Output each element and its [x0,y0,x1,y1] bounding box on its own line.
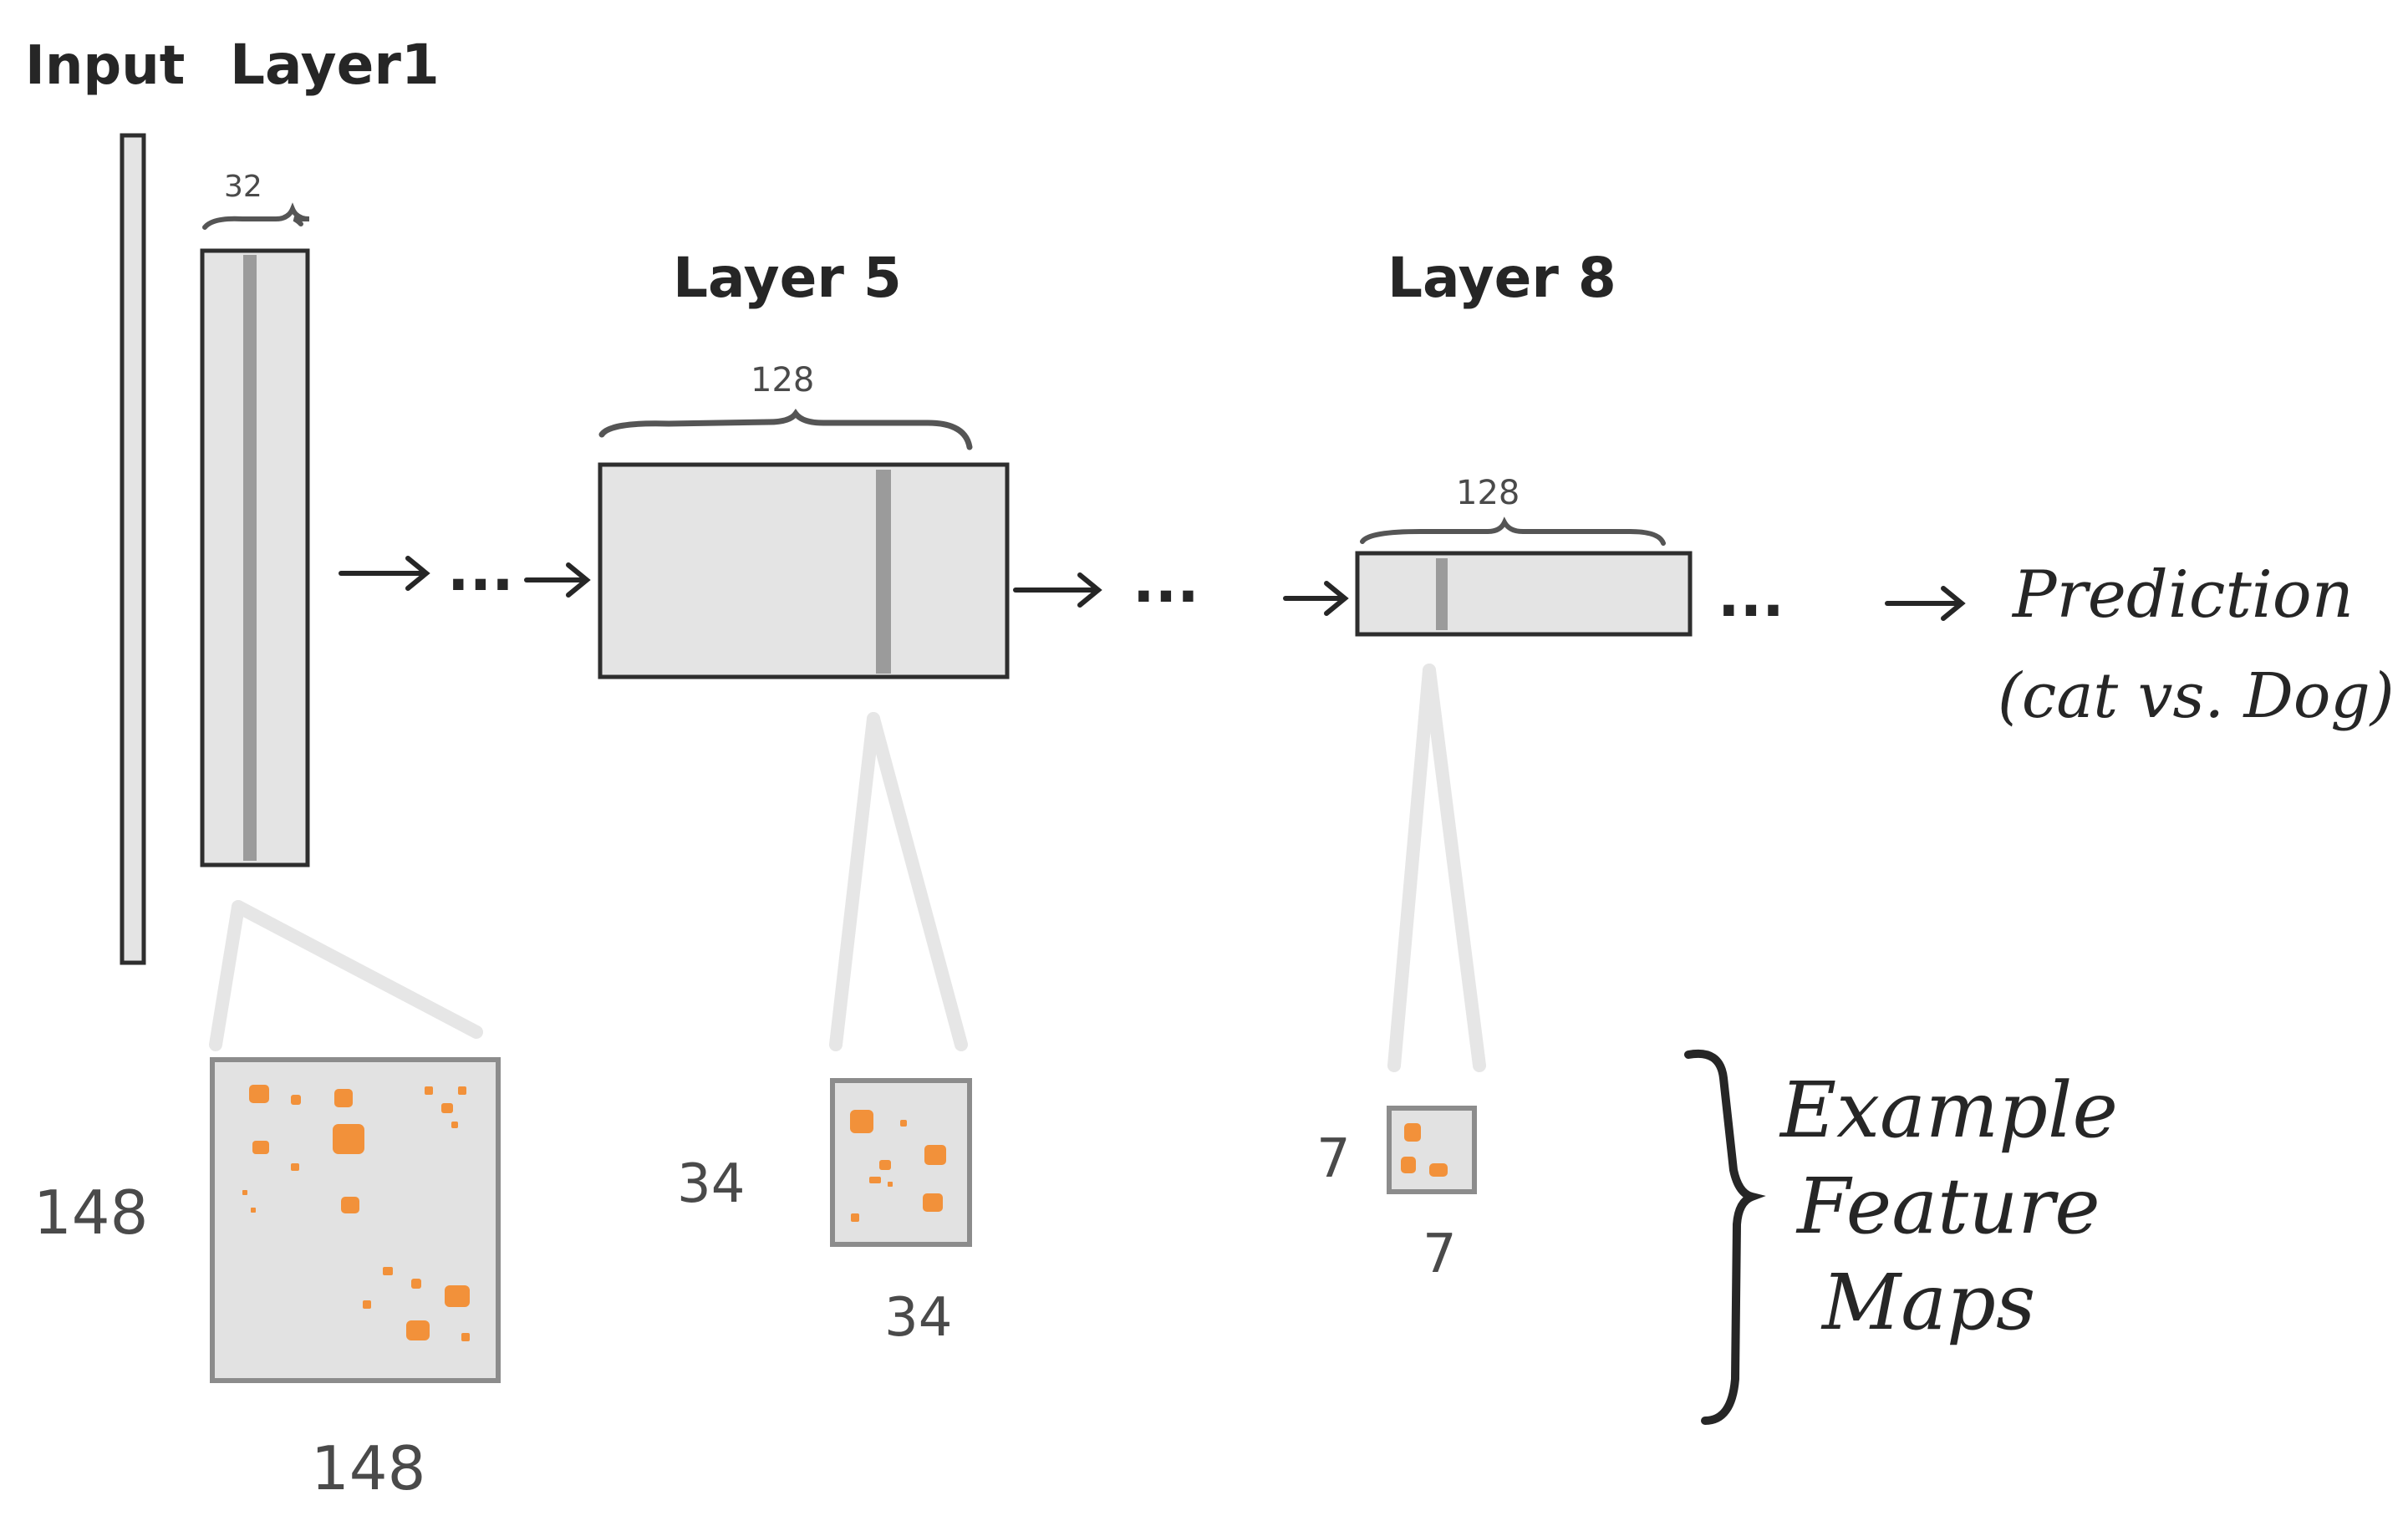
layer5-highlighted-channel [876,470,891,674]
input-label: Input [25,35,185,97]
layer1-connector-right [232,900,483,1039]
ellipsis-1: ... [447,536,514,604]
arrow-layer5-to-dots [1013,572,1102,608]
layer1-connector-left [209,900,245,1051]
feature-map-layer1-height: 148 [33,1178,148,1248]
feature-map-layer1-activations [242,1085,470,1341]
layer5-connector-right [867,712,968,1051]
layer5-connector-left [829,712,880,1051]
feature-map-layer8-activations [1401,1123,1448,1177]
arrow-dots-to-layer8 [1283,581,1349,616]
feature-map-layer8-width: 7 [1423,1223,1457,1285]
layer5-label: Layer 5 [673,246,902,310]
feature-map-layer1-width: 148 [311,1433,425,1503]
example-maps-brace [1684,1049,1766,1425]
arrow-dots-to-layer5 [524,562,591,598]
layer8-label: Layer 8 [1387,246,1616,310]
feature-map-layer5-activations [850,1110,946,1222]
example-label-line3: Maps [1820,1258,2035,1347]
feature-map-layer8-height: 7 [1316,1128,1351,1190]
layer8-connector-right [1423,664,1486,1072]
layer8-width-brace [1360,516,1666,546]
layer5-width-brace [598,408,973,450]
feature-map-layer5-width: 34 [884,1287,952,1349]
ellipsis-2: ... [1133,547,1199,616]
example-label-line1: Example [1779,1066,2118,1155]
feature-map-layer8 [1387,1106,1477,1194]
ellipsis-3: ... [1718,562,1784,630]
example-label-line2: Feature [1795,1162,2100,1251]
prediction-sublabel: (cat vs. Dog) [1998,660,2395,732]
layer5-block [598,462,1010,679]
layer1-width-brace [202,202,310,230]
layer8-width-label: 128 [1456,474,1520,512]
prediction-label: Prediction [2011,557,2354,633]
arrow-layer1-to-dots [339,556,430,591]
feature-map-layer5-height: 34 [677,1153,745,1215]
layer1-width-label: 32 [224,170,262,204]
zoom-connectors [209,664,1486,1072]
input-block [120,133,146,965]
layer5-width-label: 128 [751,361,814,399]
arrow-dots-to-prediction [1885,586,1966,621]
feature-map-layer1 [210,1057,501,1383]
layer1-highlighted-channel [243,255,257,861]
layer8-highlighted-channel [1436,558,1448,630]
layer8-block [1355,551,1693,637]
layer8-connector-left [1387,664,1436,1072]
layer1-label: Layer1 [230,33,440,97]
